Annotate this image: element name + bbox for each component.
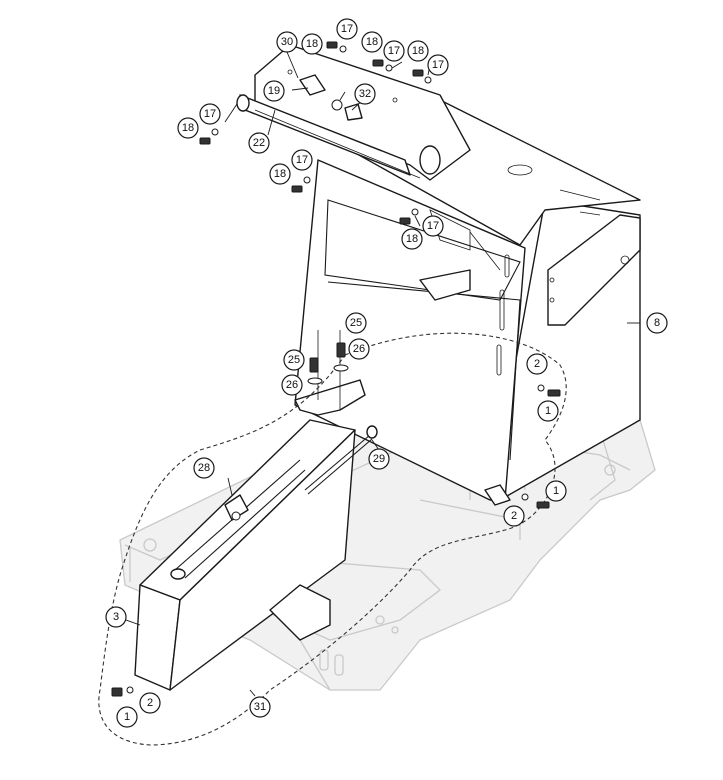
- lower-cover: [134, 419, 378, 691]
- callout-26: 26: [281, 374, 303, 396]
- svg-text:26: 26: [286, 379, 298, 391]
- callout-1: 1: [537, 400, 559, 422]
- callout-29: 29: [368, 448, 390, 470]
- svg-text:26: 26: [353, 343, 365, 355]
- callout-25: 25: [283, 349, 305, 371]
- callout-3: 3: [105, 606, 127, 628]
- callout-18: 18: [177, 117, 199, 139]
- svg-text:28: 28: [198, 462, 210, 474]
- svg-text:31: 31: [254, 701, 266, 713]
- svg-text:1: 1: [124, 711, 130, 723]
- svg-text:2: 2: [147, 697, 153, 709]
- callout-26: 26: [348, 338, 370, 360]
- callout-25: 25: [345, 312, 367, 334]
- callout-17: 17: [199, 103, 221, 125]
- svg-text:25: 25: [350, 317, 362, 329]
- svg-text:1: 1: [545, 405, 551, 417]
- callout-8: 8: [646, 312, 668, 334]
- svg-text:3: 3: [113, 611, 119, 623]
- svg-text:32: 32: [359, 88, 371, 100]
- callout-32: 32: [354, 83, 376, 105]
- top-plate-assembly: [236, 44, 471, 181]
- callout-22: 22: [248, 132, 270, 154]
- callout-1: 1: [545, 480, 567, 502]
- svg-text:25: 25: [288, 354, 300, 366]
- svg-text:18: 18: [274, 168, 286, 180]
- callout-18: 18: [269, 163, 291, 185]
- svg-text:18: 18: [366, 36, 378, 48]
- callout-17: 17: [291, 149, 313, 171]
- svg-text:22: 22: [253, 137, 265, 149]
- svg-text:17: 17: [432, 59, 444, 71]
- callout-17: 17: [427, 54, 449, 76]
- svg-text:17: 17: [341, 23, 353, 35]
- svg-text:18: 18: [182, 122, 194, 134]
- callout-2: 2: [503, 505, 525, 527]
- svg-text:30: 30: [281, 36, 293, 48]
- svg-text:17: 17: [296, 154, 308, 166]
- callout-2: 2: [526, 353, 548, 375]
- svg-text:17: 17: [204, 108, 216, 120]
- svg-text:17: 17: [427, 220, 439, 232]
- svg-text:1: 1: [553, 485, 559, 497]
- svg-text:18: 18: [406, 233, 418, 245]
- callout-31: 31: [249, 696, 271, 718]
- callout-18: 18: [301, 33, 323, 55]
- callout-17: 17: [383, 40, 405, 62]
- svg-text:29: 29: [373, 453, 385, 465]
- callout-17: 17: [336, 18, 358, 40]
- callout-1: 1: [116, 706, 138, 728]
- callout-18: 18: [401, 228, 423, 250]
- callout-28: 28: [193, 457, 215, 479]
- leader-lines: [125, 51, 640, 697]
- callout-30: 30: [276, 31, 298, 53]
- svg-text:8: 8: [654, 317, 660, 329]
- callout-18: 18: [361, 31, 383, 53]
- svg-text:2: 2: [511, 510, 517, 522]
- callout-19: 19: [263, 80, 285, 102]
- svg-text:2: 2: [534, 358, 540, 370]
- svg-text:19: 19: [268, 85, 280, 97]
- svg-text:18: 18: [306, 38, 318, 50]
- svg-text:18: 18: [412, 45, 424, 57]
- svg-text:17: 17: [388, 45, 400, 57]
- callouts: 30 18 17 18 17 18 17 19 32 17 18 22 17 1…: [105, 18, 668, 728]
- callout-18: 18: [407, 40, 429, 62]
- callout-17: 17: [422, 215, 444, 237]
- hardware: [111, 41, 561, 697]
- callout-2: 2: [139, 692, 161, 714]
